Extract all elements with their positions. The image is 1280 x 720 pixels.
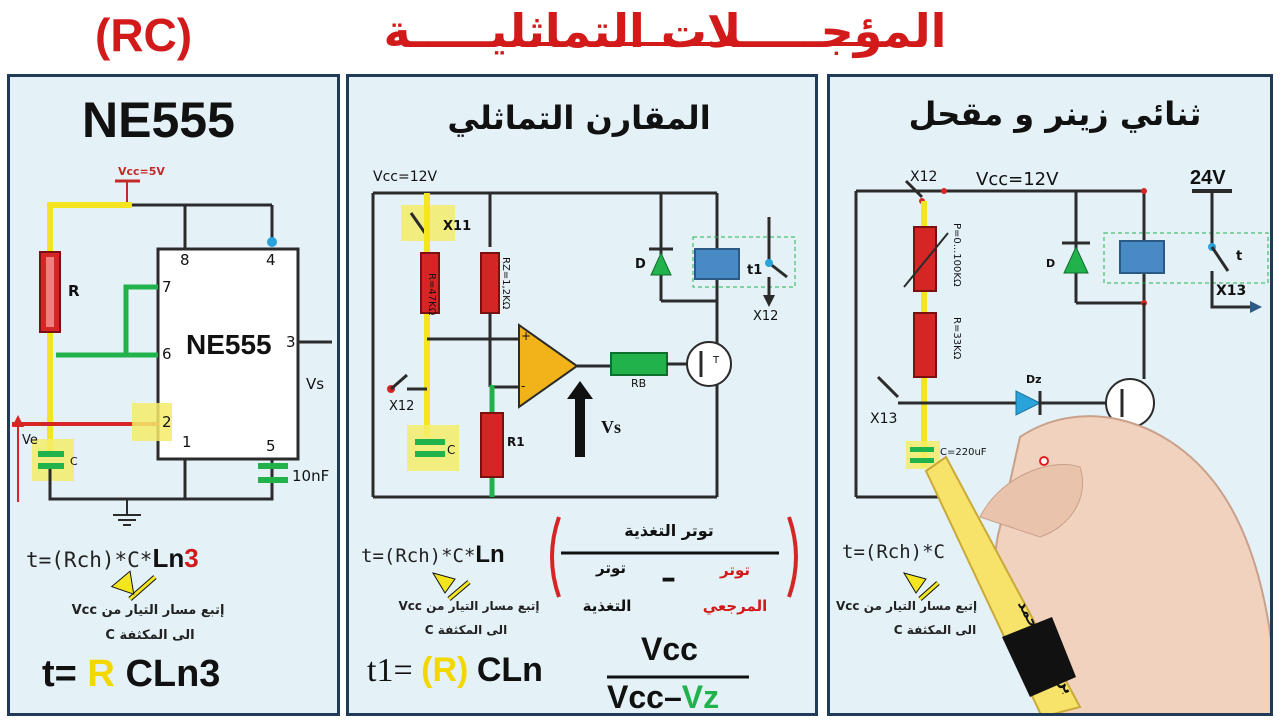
pin2-label: 2 (162, 413, 172, 431)
hint-line1: إتبع مسار التيار من Vcc (398, 599, 540, 613)
panel-zener-transistor: ثنائي زينر و مقحل (827, 74, 1273, 716)
diode-d-label: D (1046, 257, 1056, 270)
hint-line1: إتبع مسار التيار من Vcc (71, 603, 225, 618)
formula-t: t=(Rch)*C*Ln (361, 541, 505, 569)
frac-right-1: توتر (720, 561, 750, 579)
result-rest: CLn (476, 651, 543, 689)
result-t: t= (42, 653, 77, 695)
capacitor-10nf-label: 10nF (292, 467, 330, 485)
relay-t-label: t (1236, 249, 1243, 264)
panel-comparator: المقارن التماثلي (346, 74, 818, 716)
potentiometer-label: P=0...100KΩ (951, 223, 962, 287)
ne555-circuit (12, 179, 332, 601)
zener-label: Dz (1026, 373, 1042, 386)
formula-t: t=(Rch)*C*Ln3 (26, 543, 199, 574)
frac-top: توتر التغذية (624, 521, 714, 540)
comparator-circuit (371, 191, 798, 679)
title-arabic: المؤجـــــلات التماثليـــــة (383, 4, 947, 58)
hint-line1: إتبع مسار التيار من Vcc (836, 599, 978, 613)
pin7-label: 7 (162, 278, 172, 296)
diode-d-label: D (635, 257, 646, 272)
hint-line2: الى المكثفة C (105, 628, 195, 643)
result-t: t1= (367, 652, 413, 689)
result-denominator: Vcc–Vz (607, 679, 719, 716)
hint-line2: الى المكثفة C (893, 623, 977, 637)
vs-label: Vs (601, 417, 622, 437)
pin8-label: 8 (180, 251, 190, 269)
opamp-plus: + (521, 329, 532, 343)
formula-num: 3 (184, 543, 199, 573)
pin5-label: 5 (266, 437, 276, 455)
vcc-label: Vcc=5V (118, 165, 165, 178)
panel-heading: المقارن التماثلي (447, 99, 711, 137)
pin6-label: 6 (162, 345, 172, 363)
result-rest: CLn3 (125, 653, 221, 695)
pin3-label: 3 (286, 333, 296, 351)
r33k-label: R=33KΩ (951, 317, 962, 360)
result-den-a: Vcc– (607, 679, 682, 715)
rb-label: RB (631, 377, 647, 390)
x11-label: X11 (443, 219, 472, 234)
title-underline (420, 42, 910, 46)
frac-left-2: التغذية (582, 597, 632, 615)
resistor-r-label: R (68, 282, 80, 300)
formula-ln: Ln (475, 541, 505, 568)
vcc-label: Vcc=12V (976, 169, 1059, 190)
r47k-label: R=47KΩ (426, 273, 437, 316)
panel-ne555: NE555 (7, 74, 340, 716)
r1-label: R1 (507, 435, 525, 449)
ve-label: Ve (22, 433, 38, 448)
pin1-label: 1 (182, 433, 192, 451)
rz-label: RZ=1,2KΩ (500, 257, 511, 310)
x13-right-label: X13 (1216, 283, 1247, 299)
frac-left-1: توتر (596, 559, 626, 577)
frac-right-2: المرجعي (702, 597, 768, 615)
formula-ln: Ln (152, 543, 185, 573)
opamp-minus: - (521, 379, 526, 393)
t1-label: t1 (747, 263, 763, 278)
x12-bottom-label: X12 (389, 399, 415, 414)
capacitor-c-label: C (70, 455, 78, 468)
panel-heading: ثنائي زينر و مقحل (908, 95, 1202, 133)
page-title: (RC) المؤجـــــلات التماثليـــــة (0, 2, 1280, 72)
x13-left-label: X13 (870, 411, 898, 427)
chip-label: NE555 (186, 329, 272, 360)
pin4-label: 4 (266, 251, 276, 269)
result-r: R (87, 653, 115, 695)
result-formula: t1= (R) CLn (367, 651, 543, 690)
vcc-label: Vcc=12V (373, 169, 438, 185)
vs-label: Vs (306, 375, 325, 393)
v24-label: 24V (1190, 167, 1226, 189)
formula-prefix: t=(Rch)*C* (361, 545, 476, 567)
result-r: (R) (421, 651, 469, 689)
formula-t: t=(Rch)*C (842, 541, 945, 563)
result-den-b: Vz (681, 679, 720, 715)
zener-circuit (854, 179, 1270, 713)
result-formula: t= R CLn3 (42, 653, 220, 696)
panel-heading: NE555 (82, 92, 235, 148)
capacitor-c-label: C (447, 443, 456, 457)
frac-minus: – (661, 561, 676, 596)
x12-label: X12 (910, 169, 938, 185)
formula-prefix: t=(Rch)*C* (26, 548, 153, 572)
x12-top-label: X12 (753, 309, 779, 324)
transistor-label: T (713, 355, 720, 366)
capacitor-c-label: C=220uF (940, 447, 987, 458)
title-rc: (RC) (95, 9, 193, 61)
hint-line2: الى المكثفة C (424, 623, 508, 637)
result-numerator: Vcc (641, 631, 698, 667)
